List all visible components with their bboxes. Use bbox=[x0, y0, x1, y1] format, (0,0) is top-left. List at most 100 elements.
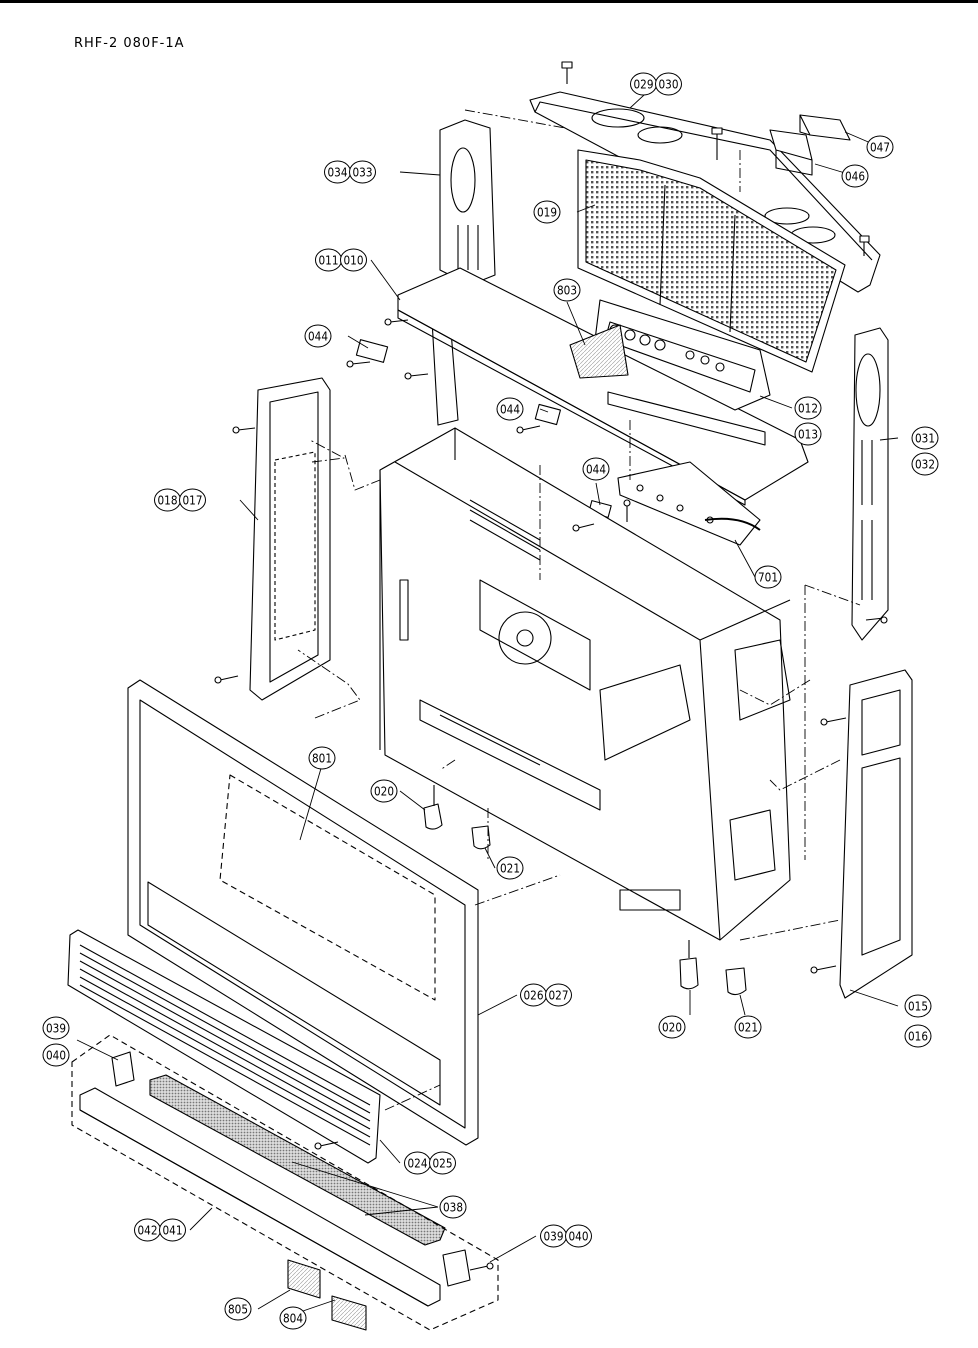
right-front-side-panel bbox=[839, 669, 913, 999]
part-number-label: 041 bbox=[163, 1224, 183, 1238]
screw-icon bbox=[711, 127, 723, 160]
callout-bubble bbox=[304, 324, 332, 348]
screw-icon bbox=[232, 426, 256, 434]
callout-bubble bbox=[911, 452, 939, 476]
part-number-label: 012 bbox=[798, 402, 818, 416]
label-805 bbox=[287, 1259, 321, 1299]
screw-icon bbox=[859, 235, 870, 256]
callout-c040a: 040 bbox=[42, 1043, 70, 1067]
part-number-label: 701 bbox=[758, 571, 778, 585]
callout-c016: 016 bbox=[904, 1024, 932, 1048]
callout-bubble bbox=[841, 164, 869, 188]
screw-icon bbox=[314, 1141, 339, 1150]
callout-bubble bbox=[308, 746, 336, 770]
callout-bubble bbox=[794, 422, 822, 446]
callout-bubble bbox=[279, 1306, 307, 1330]
callout-bubble bbox=[429, 1151, 456, 1175]
top-frame bbox=[397, 267, 809, 506]
part-number-label: 020 bbox=[662, 1021, 682, 1035]
clip-039 bbox=[442, 1249, 471, 1287]
part-number-label: 018 bbox=[158, 494, 178, 508]
part-number-label: 030 bbox=[659, 78, 679, 92]
callout-c019: 019 bbox=[533, 200, 561, 224]
callout-bubble bbox=[42, 1043, 70, 1067]
foot-020 bbox=[423, 785, 443, 830]
part-number-label: 039 bbox=[544, 1230, 564, 1244]
callout-c031: 031 bbox=[911, 426, 939, 450]
part-number-label: 801 bbox=[312, 752, 332, 766]
part-number-label: 803 bbox=[557, 284, 577, 298]
callout-c047: 047 bbox=[866, 135, 894, 159]
callout-bubble bbox=[159, 1218, 186, 1242]
clip-039 bbox=[111, 1051, 135, 1087]
screw-icon bbox=[384, 318, 409, 326]
part-number-label: 027 bbox=[549, 989, 569, 1003]
dashed-assembly-boundary bbox=[71, 1034, 499, 1331]
callout-c029-030: 029 030 bbox=[630, 72, 682, 96]
part-number-label: 031 bbox=[915, 432, 935, 446]
air-filter bbox=[149, 1074, 446, 1246]
part-number-label: 029 bbox=[634, 78, 654, 92]
screw-icon bbox=[561, 61, 573, 84]
part-number-label: 040 bbox=[46, 1049, 66, 1063]
callout-c805: 805 bbox=[224, 1297, 252, 1321]
foot-021 bbox=[725, 967, 747, 996]
callout-bubble bbox=[496, 856, 524, 880]
main-chassis bbox=[379, 427, 791, 941]
bottom-plate bbox=[79, 1087, 441, 1307]
part-number-label: 039 bbox=[46, 1022, 66, 1036]
part-number-label: 032 bbox=[915, 458, 935, 472]
callout-bubble bbox=[545, 983, 572, 1007]
callout-c044a: 044 bbox=[304, 324, 332, 348]
control-board bbox=[617, 461, 761, 546]
part-number-label: 040 bbox=[569, 1230, 589, 1244]
part-number-label: 044 bbox=[308, 330, 328, 344]
screw-icon bbox=[865, 616, 888, 624]
part-number-label: 021 bbox=[500, 862, 520, 876]
document-code: RHF-2 080F-1A bbox=[74, 36, 185, 51]
callout-bubble bbox=[496, 397, 524, 421]
part-number-label: 033 bbox=[353, 166, 373, 180]
part-number-label: 011 bbox=[319, 254, 339, 268]
screw-icon bbox=[820, 717, 847, 726]
left-front-side-panel bbox=[249, 377, 331, 701]
callout-bubble bbox=[565, 1224, 592, 1248]
top-grille bbox=[577, 149, 846, 373]
callout-bubble bbox=[439, 1195, 467, 1219]
part-number-label: 026 bbox=[524, 989, 544, 1003]
part-number-label: 016 bbox=[908, 1030, 928, 1044]
callout-bubble bbox=[658, 1015, 686, 1039]
pad-044 bbox=[355, 339, 389, 363]
bracket-047 bbox=[799, 114, 851, 141]
callout-c042-041: 042 041 bbox=[134, 1218, 186, 1242]
callout-c046: 046 bbox=[841, 164, 869, 188]
part-number-label: 010 bbox=[344, 254, 364, 268]
screw-icon bbox=[572, 523, 595, 532]
screw-icon bbox=[623, 499, 631, 522]
control-panel bbox=[594, 299, 771, 411]
callout-c020a: 020 bbox=[370, 779, 398, 803]
callout-c044b: 044 bbox=[496, 397, 524, 421]
pad-044 bbox=[534, 403, 561, 426]
screw-icon bbox=[469, 1262, 494, 1271]
part-number-label: 042 bbox=[138, 1224, 158, 1238]
callout-c801: 801 bbox=[308, 746, 336, 770]
callout-c026-027: 026 027 bbox=[520, 983, 572, 1007]
front-louver bbox=[67, 929, 381, 1164]
callout-c020b: 020 bbox=[658, 1015, 686, 1039]
front-cover bbox=[127, 679, 479, 1146]
callout-bubble bbox=[582, 457, 610, 481]
callout-c038: 038 bbox=[439, 1195, 467, 1219]
callout-c021a: 021 bbox=[496, 856, 524, 880]
callout-bubble bbox=[734, 1015, 762, 1039]
alignment-guides bbox=[297, 109, 861, 1111]
part-number-label: 019 bbox=[537, 206, 557, 220]
callout-bubble bbox=[42, 1016, 70, 1040]
callout-c021b: 021 bbox=[734, 1015, 762, 1039]
part-number-label: 015 bbox=[908, 1000, 928, 1014]
foot-020 bbox=[679, 940, 699, 990]
part-number-label: 805 bbox=[228, 1303, 248, 1317]
